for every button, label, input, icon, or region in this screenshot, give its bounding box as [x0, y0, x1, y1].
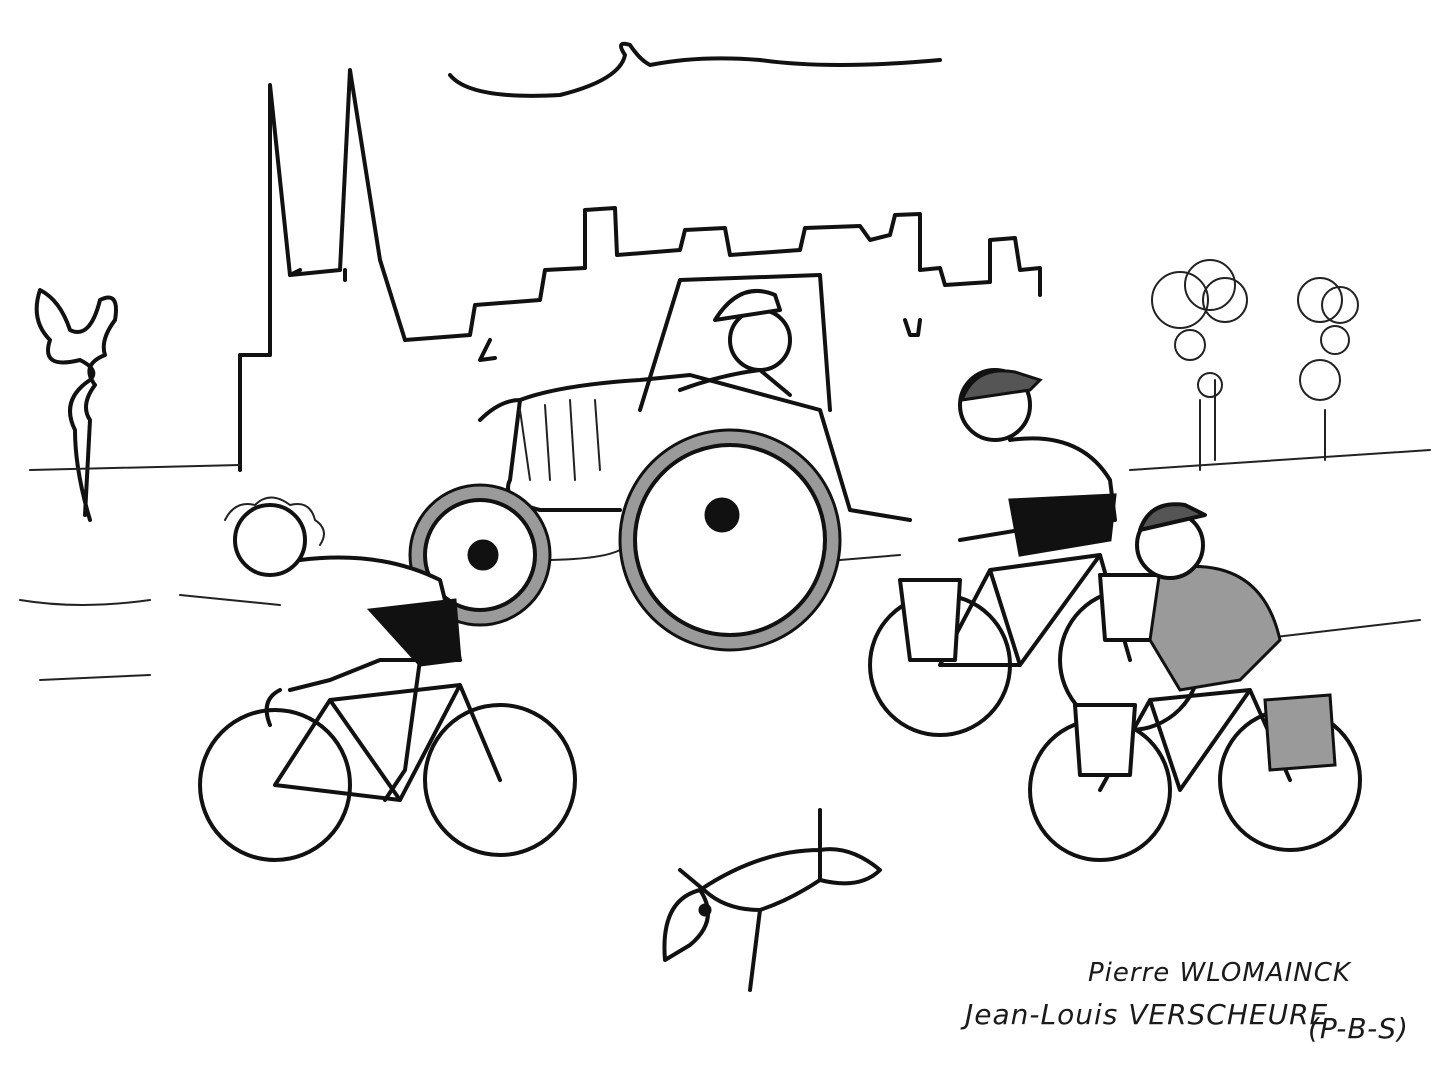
tractor-driver [678, 289, 792, 397]
cyclist-right [1028, 502, 1362, 862]
tractor [408, 273, 912, 652]
signature-line-2: Jean-Louis VERSCHEURE [965, 998, 1329, 1031]
sky-wire [448, 41, 942, 98]
signature-line-3: (P-B-S) [1308, 1012, 1409, 1045]
cyclist-left [198, 496, 577, 862]
cyclist-middle [868, 368, 1202, 737]
trees-right [1151, 259, 1359, 471]
ground-lines [19, 449, 1431, 681]
cathedral-spires [238, 68, 407, 472]
city-skyline [403, 206, 1042, 342]
signature-line-1: Pierre WLOMAINCK [1088, 958, 1351, 988]
tree-left [34, 288, 118, 522]
dog [662, 808, 882, 992]
